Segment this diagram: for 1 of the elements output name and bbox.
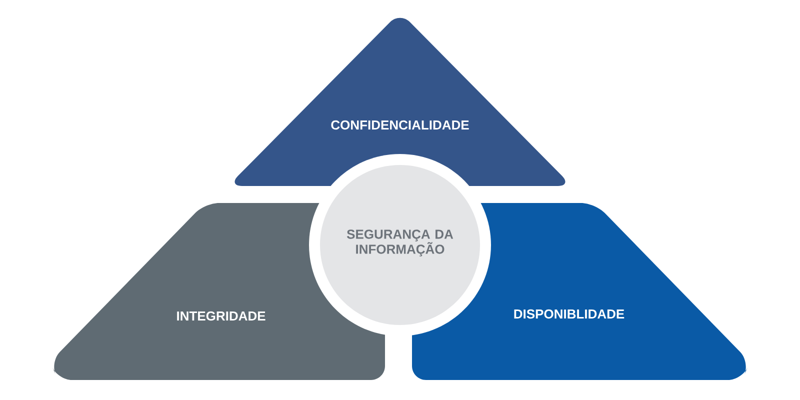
triangle-segment: CONFIDENCIALIDADE [234,18,566,186]
